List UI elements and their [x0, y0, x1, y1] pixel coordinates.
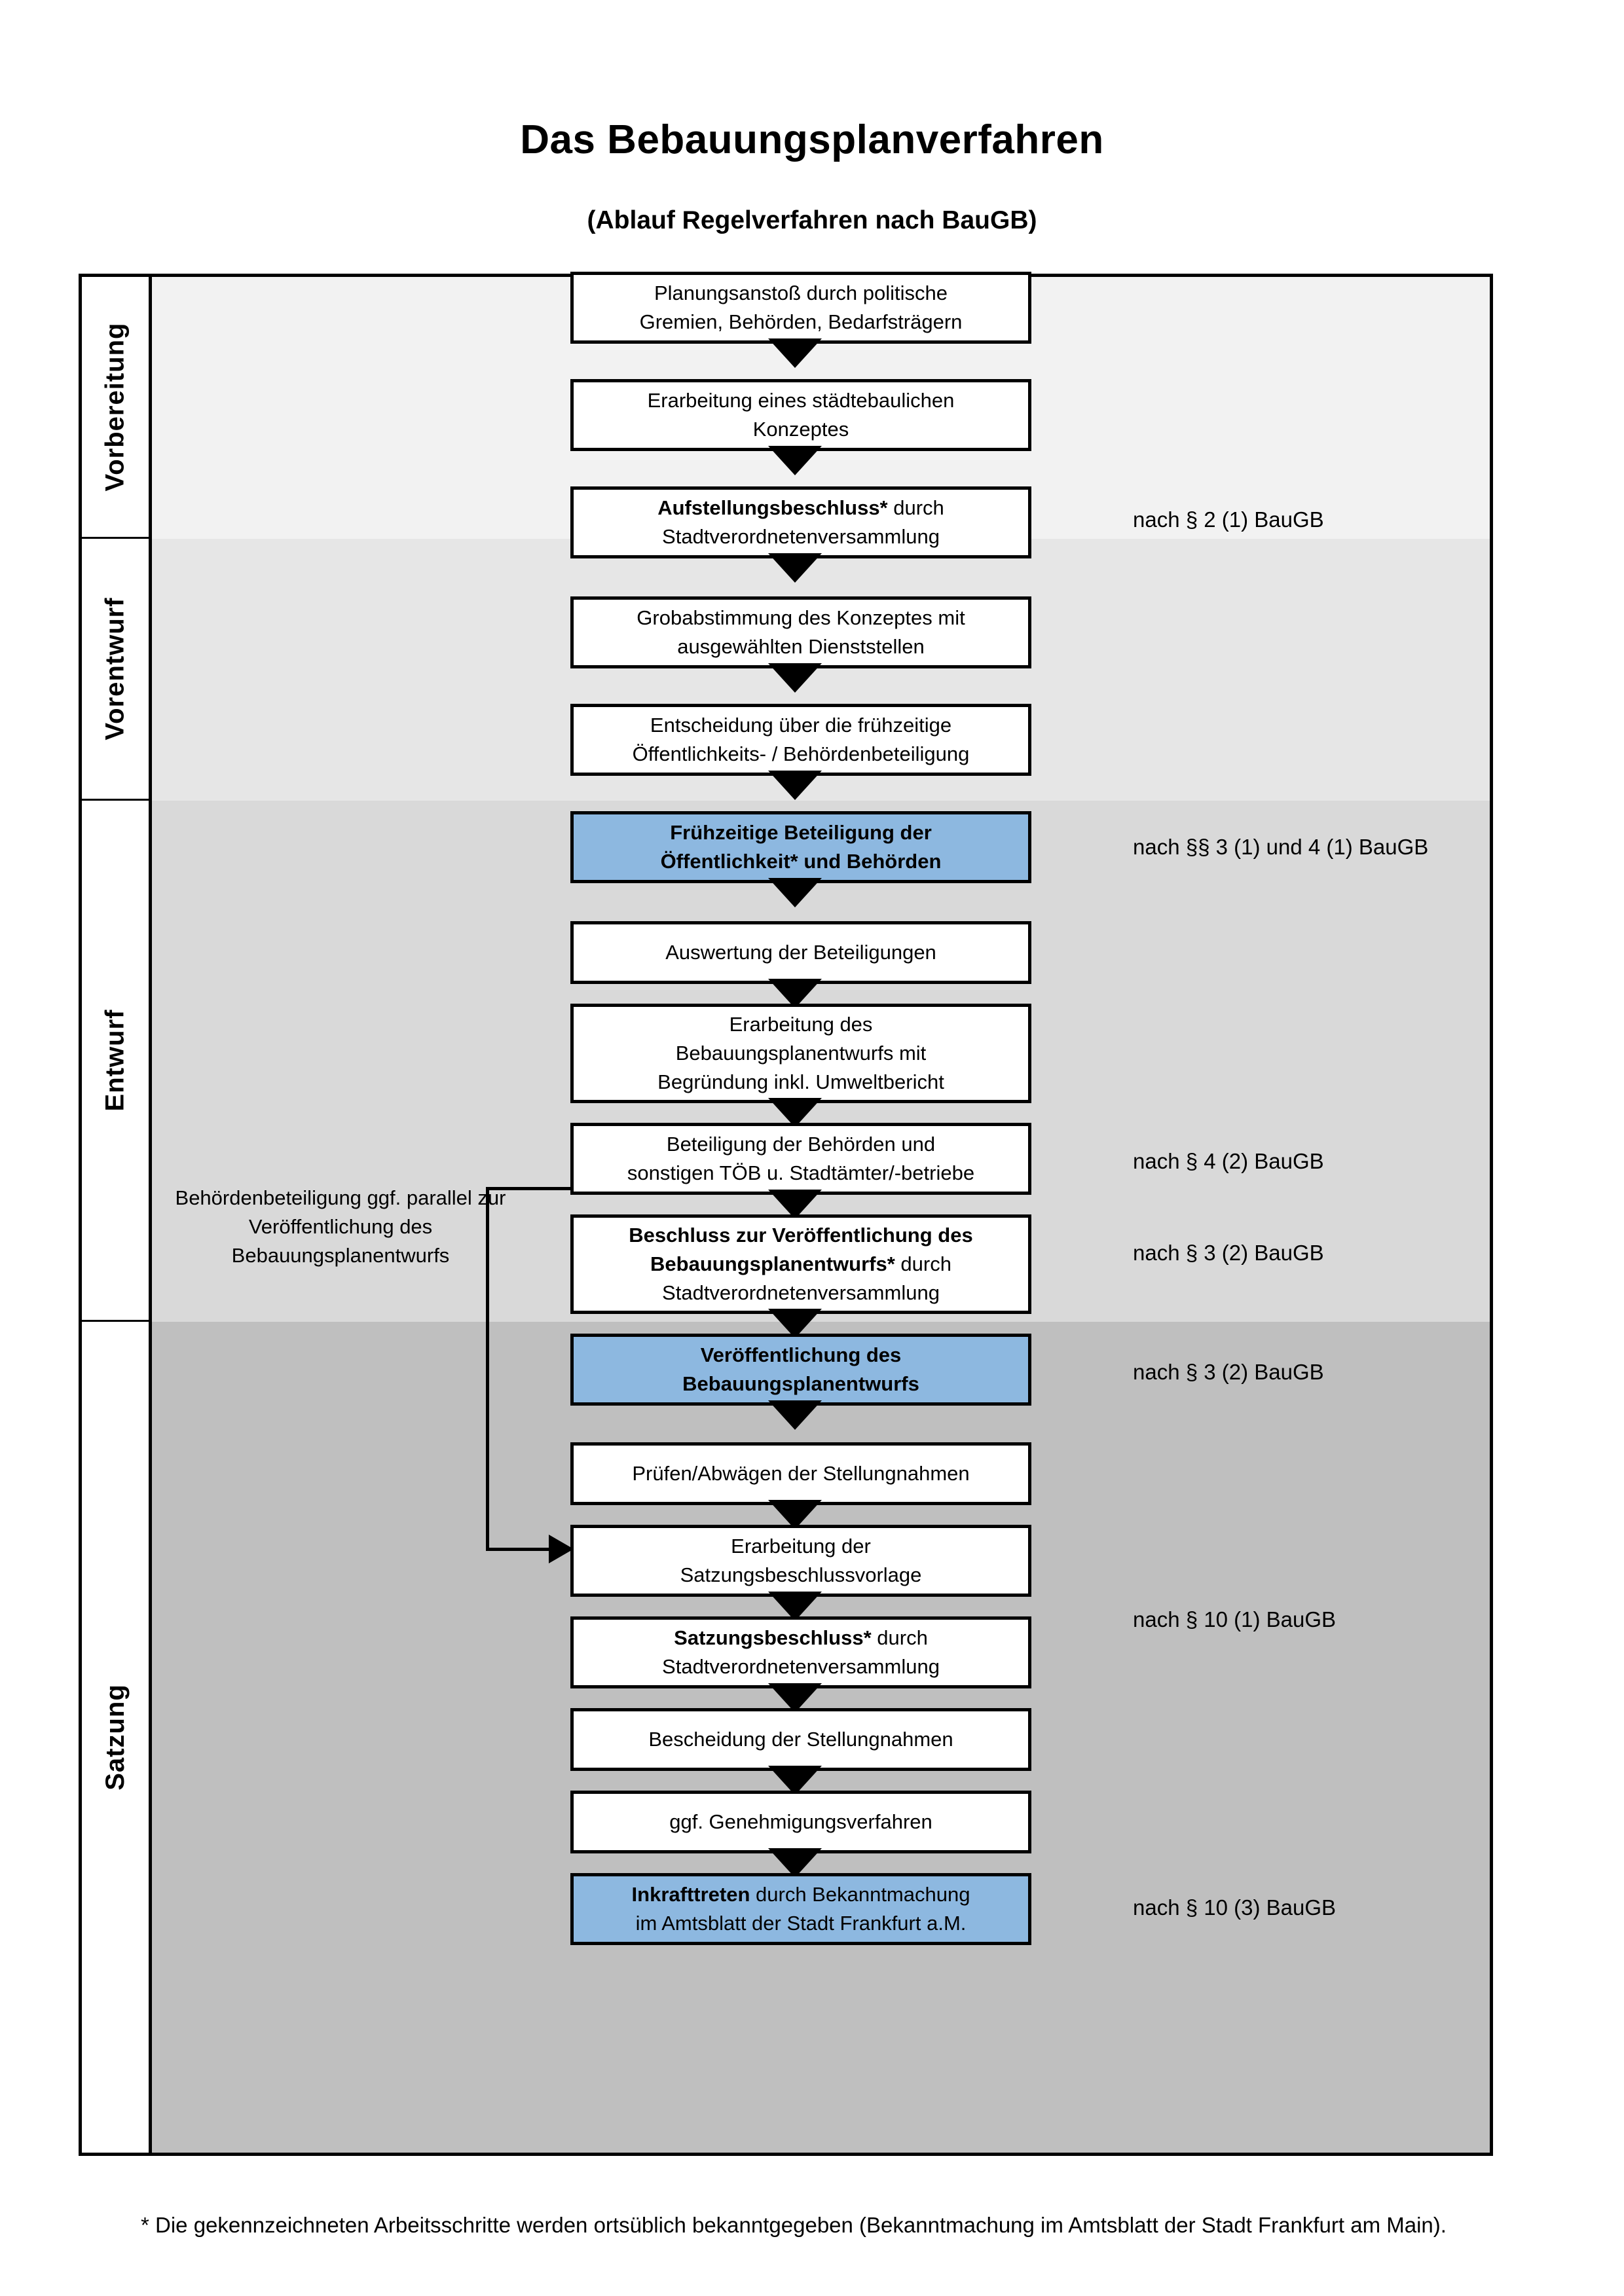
flow-arrow-down-icon [768, 1683, 822, 1713]
feedback-connector-arrowhead-icon [549, 1535, 574, 1563]
flow-arrow-down-icon [768, 446, 822, 475]
flow-arrow-down-icon [768, 1592, 822, 1621]
feedback-connector-vertical-segment [486, 1187, 489, 1551]
flow-arrow-down-icon [768, 1500, 822, 1529]
phase-label-vorentwurf: Vorentwurf [82, 539, 149, 801]
flow-arrow-down-icon [768, 1309, 822, 1338]
flow-step-label: Bescheidung der Stellungnahmen [648, 1728, 953, 1751]
phase-label-vorbereitung: Vorbereitung [82, 277, 149, 539]
flow-arrow-down-icon [768, 878, 822, 907]
flow-step-label: Auswertung der Beteiligungen [665, 941, 936, 964]
flow-arrow-down-icon [768, 553, 822, 583]
footnote: * Die gekennzeichneten Arbeitsschritte w… [141, 2213, 1447, 2237]
flow-step-bescheidung-stellungnahmen: Bescheidung der Stellungnahmen [570, 1708, 1031, 1771]
flowchart-frame: Vorbereitung Vorentwurf Entwurf Satzung … [79, 272, 1493, 2156]
legal-reference-ref-par3-1-4-1: nach §§ 3 (1) und 4 (1) BauGB [1133, 835, 1429, 859]
flow-step-label: ggf. Genehmigungsverfahren [669, 1810, 932, 1833]
flow-arrow-down-icon [768, 1098, 822, 1127]
flow-arrow-down-icon [768, 1848, 822, 1878]
legal-reference-ref-par3-2-a: nach § 3 (2) BauGB [1133, 1241, 1324, 1265]
legal-reference-ref-par10-3: nach § 10 (3) BauGB [1133, 1895, 1337, 1920]
flow-arrow-down-icon [768, 771, 822, 800]
flow-step-genehmigungsverfahren: ggf. Genehmigungsverfahren [570, 1791, 1031, 1853]
legal-reference-ref-par2-1: nach § 2 (1) BauGB [1133, 507, 1324, 532]
feedback-connector-top-segment [486, 1187, 573, 1190]
flow-step-pruefen-abwaegen: Prüfen/Abwägen der Stellungnahmen [570, 1442, 1031, 1505]
flow-step-auswertung-beteiligungen: Auswertung der Beteiligungen [570, 921, 1031, 984]
legal-reference-ref-par4-2: nach § 4 (2) BauGB [1133, 1149, 1324, 1173]
phase-label-text: Entwurf [100, 1009, 130, 1112]
flow-arrow-down-icon [768, 1400, 822, 1430]
legal-reference-ref-par10-1: nach § 10 (1) BauGB [1133, 1607, 1337, 1631]
phase-label-text: Vorentwurf [100, 597, 130, 740]
phase-column-divider [149, 277, 152, 2153]
flow-arrow-down-icon [768, 1190, 822, 1219]
flow-arrow-down-icon [768, 979, 822, 1008]
flow-arrow-down-icon [768, 663, 822, 693]
feedback-connector-bottom-segment [486, 1548, 551, 1551]
legal-reference-ref-par3-2-b: nach § 3 (2) BauGB [1133, 1360, 1324, 1384]
page-subtitle: (Ablauf Regelverfahren nach BauGB) [587, 206, 1037, 234]
phase-label-text: Vorbereitung [100, 322, 130, 492]
parallel-process-note: Behördenbeteiligung ggf. parallel zur Ve… [175, 1186, 506, 1267]
phase-label-satzung: Satzung [82, 1322, 149, 2153]
flow-arrow-down-icon [768, 1766, 822, 1795]
phase-label-text: Satzung [100, 1684, 130, 1791]
flow-arrow-down-icon [768, 338, 822, 368]
page-title: Das Bebauungsplanverfahren [520, 117, 1104, 162]
phase-label-entwurf: Entwurf [82, 801, 149, 1322]
flow-step-label: Prüfen/Abwägen der Stellungnahmen [632, 1462, 970, 1485]
